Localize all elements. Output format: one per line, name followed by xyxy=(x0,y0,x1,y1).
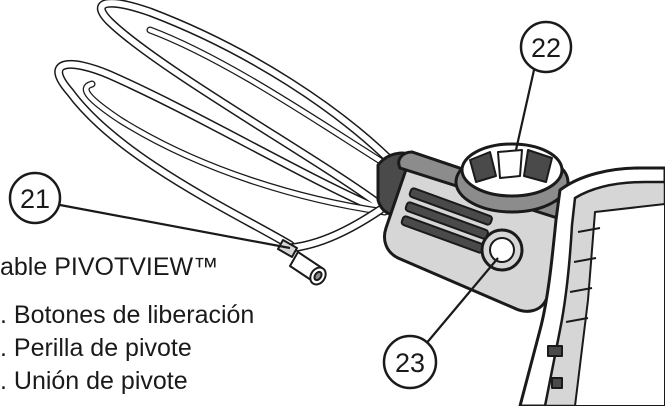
pivot-knob-grip-right xyxy=(523,149,553,183)
leader-line-22 xyxy=(514,69,536,151)
legend-title: able PIVOTVIEW™ xyxy=(0,253,218,281)
pivot-knob-grip-center xyxy=(497,149,523,179)
legend-item-pivot-knob: . Perilla de pivote xyxy=(0,334,192,362)
legend-item-release-buttons: . Botones de liberación xyxy=(0,301,254,329)
callout-number-21: 21 xyxy=(20,184,50,214)
probe-tip-lens-inner xyxy=(313,270,323,282)
callout-22: 22 xyxy=(519,20,573,74)
main-unit-side-ribs xyxy=(565,227,601,323)
flexible-cable xyxy=(54,0,400,253)
pivot-knob-grip-left xyxy=(469,151,497,183)
callout-21: 21 xyxy=(8,171,62,225)
pivot-joint-inner xyxy=(489,237,515,263)
legend-item-pivot-joint: . Unión de pivote xyxy=(0,367,188,395)
leader-line-21 xyxy=(59,203,291,250)
leader-lines xyxy=(59,69,536,346)
cable-return-core xyxy=(84,27,398,215)
cable-loop-core xyxy=(55,0,398,248)
grip-ribs xyxy=(400,187,493,254)
cable-lead-core xyxy=(287,207,383,251)
main-unit-port xyxy=(547,345,563,357)
pivot-knob xyxy=(454,142,570,214)
callout-number-22: 22 xyxy=(531,33,561,63)
callout-23: 23 xyxy=(382,334,438,390)
legend: able PIVOTVIEW™ . Botones de liberación … xyxy=(0,253,254,395)
callout-number-23: 23 xyxy=(395,348,425,378)
callout-circle-23 xyxy=(382,334,438,390)
main-unit-port-2 xyxy=(551,377,563,389)
callout-circle-21 xyxy=(8,171,62,225)
leader-line-23 xyxy=(424,257,499,346)
callout-circle-22 xyxy=(519,20,573,74)
main-unit xyxy=(518,166,665,408)
